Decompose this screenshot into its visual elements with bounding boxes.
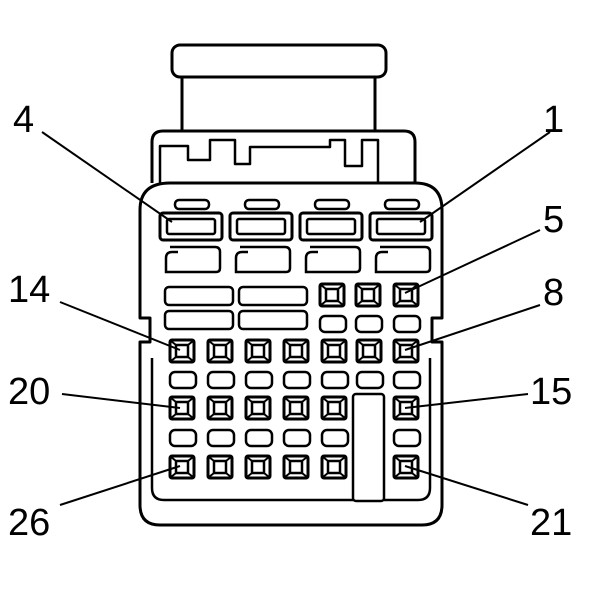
label-pin-8: 8 — [543, 272, 564, 314]
label-pin-21: 21 — [530, 502, 572, 544]
pin-row-8-14-6 — [392, 338, 420, 364]
leader-4 — [41, 131, 173, 223]
pin-grid — [168, 282, 420, 480]
spacer-grid — [168, 314, 422, 448]
spacer-cavity — [282, 428, 312, 448]
pin-row-15-20-0 — [168, 395, 196, 421]
connector-shoulder — [150, 129, 417, 183]
pin-row-21-26-4 — [320, 454, 348, 480]
pin-row-8-14-2 — [244, 338, 272, 364]
label-pin-15: 15 — [530, 371, 572, 413]
spacer-cavity — [354, 314, 384, 334]
leader-lines — [41, 131, 551, 506]
spacer-cavity — [355, 370, 385, 390]
spacer-cavity — [244, 370, 274, 390]
spacer-cavity — [244, 428, 274, 448]
pin-row-8-14-0 — [168, 338, 196, 364]
connector-latch — [158, 138, 380, 183]
terminal-4 — [158, 198, 224, 274]
spacer-cavity — [392, 314, 422, 334]
pin-row-8-14-5 — [355, 338, 383, 364]
leader-1 — [419, 131, 551, 223]
pin-row-8-14-3 — [282, 338, 310, 364]
pin-row-15-20-1 — [206, 395, 234, 421]
leader-21 — [404, 465, 529, 506]
spacer-cavity — [168, 428, 198, 448]
pin-row-21-26-0 — [168, 454, 196, 480]
terminal-3 — [228, 198, 294, 274]
spacer-cavity — [392, 370, 422, 390]
top-terminal-row — [158, 198, 434, 274]
spacer-cavity — [320, 428, 350, 448]
pin-row-21-26-5 — [392, 454, 420, 480]
leader-8 — [404, 304, 541, 351]
pin-labels: 4 1 5 14 8 20 15 26 21 — [8, 99, 572, 544]
pin-row-8-14-4 — [320, 338, 348, 364]
spacer-cavity — [282, 370, 312, 390]
label-pin-26: 26 — [8, 502, 50, 544]
pin-row-15-20-4 — [320, 395, 348, 421]
leader-15 — [404, 393, 529, 409]
connector-key-slot — [351, 392, 386, 503]
label-pin-1: 1 — [543, 99, 564, 141]
pin-row-21-26-3 — [282, 454, 310, 480]
label-pin-14: 14 — [8, 269, 50, 311]
spacer-cavity — [318, 314, 348, 334]
connector-neck — [180, 77, 377, 131]
label-pin-4: 4 — [13, 99, 34, 141]
pin-row-21-26-2 — [244, 454, 272, 480]
pin-row-15-20-2 — [244, 395, 272, 421]
leader-14 — [59, 301, 181, 351]
spacer-cavity — [392, 428, 422, 448]
pin-row-5-7-2 — [392, 282, 420, 308]
terminal-1 — [368, 198, 434, 274]
pin-row-15-20-3 — [282, 395, 310, 421]
leader-5 — [404, 229, 541, 294]
leader-20 — [61, 393, 181, 409]
leader-26 — [59, 465, 181, 506]
pin-row-8-14-1 — [206, 338, 234, 364]
pin-row-21-26-1 — [206, 454, 234, 480]
label-pin-5: 5 — [543, 199, 564, 241]
blank-cavities — [163, 285, 309, 331]
spacer-cavity — [206, 370, 236, 390]
terminal-2 — [298, 198, 364, 274]
pin-row-5-7-0 — [318, 282, 346, 308]
spacer-cavity — [206, 428, 236, 448]
connector-lock-tab — [170, 43, 388, 79]
pin-row-5-7-1 — [354, 282, 382, 308]
spacer-cavity — [320, 370, 350, 390]
spacer-cavity — [168, 370, 198, 390]
label-pin-20: 20 — [8, 371, 50, 413]
connector-inner-recess — [150, 358, 432, 502]
